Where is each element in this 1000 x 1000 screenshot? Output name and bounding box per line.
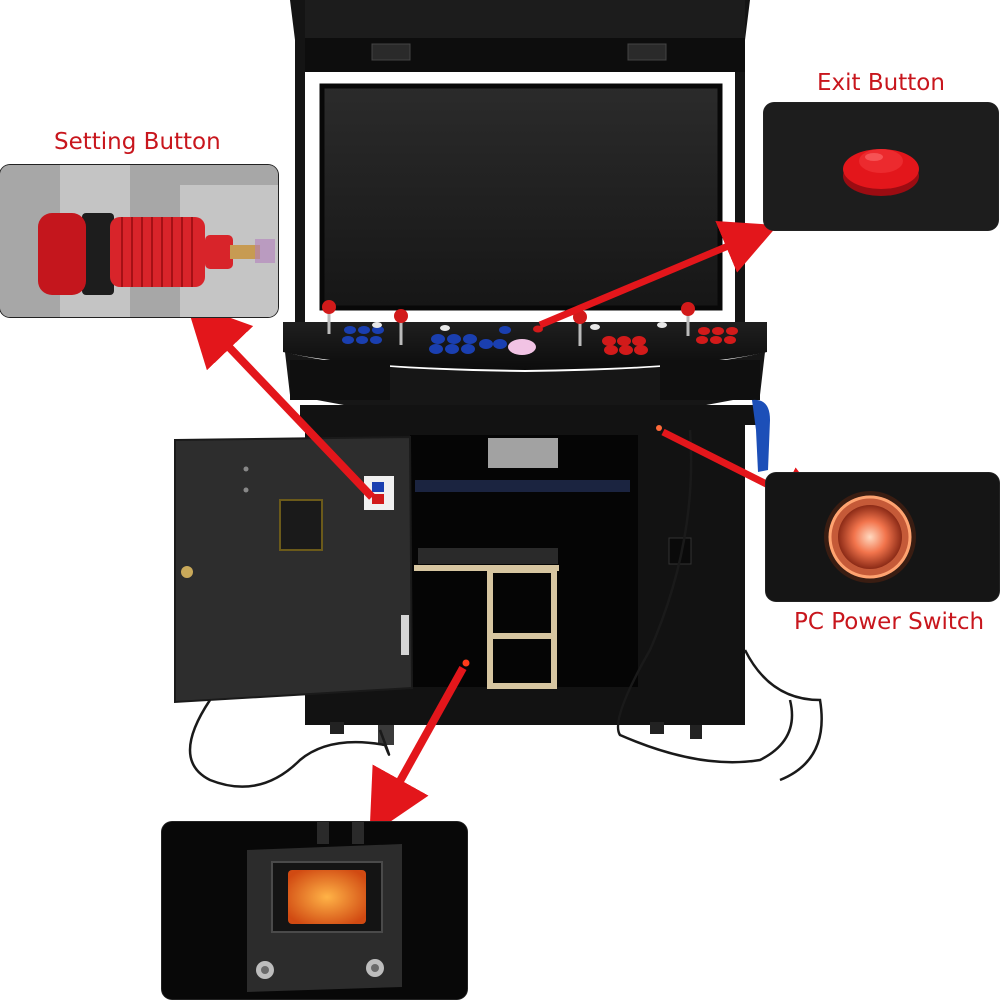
red-buttons-right	[696, 327, 738, 344]
coin-mech	[279, 499, 323, 551]
wood-frame	[487, 567, 557, 689]
monitor-screen	[319, 83, 723, 311]
joystick-p4	[681, 302, 695, 336]
cabinet-top	[290, 0, 750, 330]
usb-controller	[752, 399, 770, 472]
arrow-setting	[185, 301, 375, 500]
pc-power-switch-label: PC Power Switch	[794, 609, 985, 635]
joystick-p3	[573, 310, 587, 346]
arrow-rocker	[369, 666, 467, 836]
exit-button-closeup	[764, 103, 998, 230]
pc-power-switch-closeup	[766, 473, 999, 601]
amplifier	[418, 548, 558, 564]
joystick-p2	[394, 309, 408, 345]
lower-cabinet	[300, 399, 770, 745]
cabinet-door	[174, 435, 414, 704]
blue-buttons-left	[342, 326, 384, 344]
left-speaker	[371, 43, 411, 61]
rocker-indicator	[462, 659, 470, 667]
right-speaker	[627, 43, 667, 61]
setting-button-label: Setting Button	[54, 129, 221, 155]
arrow-exit	[538, 221, 778, 329]
power-cables	[188, 429, 823, 788]
pc-power-indicator	[656, 425, 662, 431]
setting-button-closeup	[0, 165, 278, 317]
red-buttons-center	[533, 325, 648, 355]
door-lock	[181, 566, 193, 578]
white-buttons	[372, 322, 667, 331]
blue-buttons-center	[429, 326, 511, 354]
trackball	[508, 339, 536, 355]
joystick-p1	[322, 300, 336, 334]
power-supply	[488, 438, 558, 468]
control-panel	[283, 300, 767, 408]
exit-button-label: Exit Button	[817, 70, 945, 96]
rocker-power-switch-closeup	[162, 822, 467, 999]
